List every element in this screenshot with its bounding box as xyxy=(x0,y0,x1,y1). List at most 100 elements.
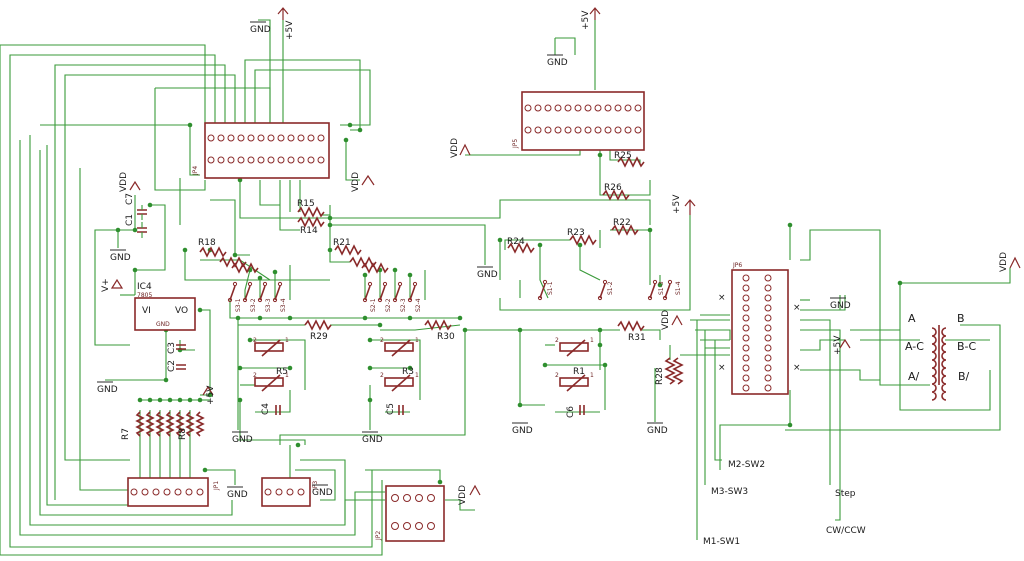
svg-text:×: × xyxy=(793,363,801,373)
pin xyxy=(634,126,642,134)
pin xyxy=(297,134,305,142)
r18-label: R18 xyxy=(198,238,216,248)
jp6-connector: JP6 × × × × xyxy=(718,262,801,395)
svg-text:S2-1: S2-1 xyxy=(370,298,377,312)
coil-bnot-label: B/ xyxy=(958,370,970,383)
switch xyxy=(539,283,546,299)
svg-text:+5V: +5V xyxy=(581,10,591,30)
svg-text:S3-2: S3-2 xyxy=(250,298,257,312)
array-resistor xyxy=(155,411,165,437)
pin xyxy=(391,522,399,530)
gnd-label: GND xyxy=(97,385,118,395)
c6-label: C6 xyxy=(566,406,576,418)
coil-anot-label: A/ xyxy=(908,370,920,383)
switch xyxy=(379,285,386,301)
switch xyxy=(649,283,656,299)
jp5-connector: JP5 xyxy=(512,91,645,151)
r23-label: R23 xyxy=(567,228,585,238)
pin xyxy=(624,126,632,134)
m2-label: M2-SW2 xyxy=(728,460,765,470)
gnd-label: GND xyxy=(227,490,248,500)
dip-switches: S3-1 S3-2 S3-3 S3-4 S2-1 S2-2 S2-3 S2-4 … xyxy=(227,279,682,312)
switch xyxy=(229,285,236,301)
svg-text:S1-1: S1-1 xyxy=(547,281,554,295)
jp4-connector: JP4 xyxy=(192,122,330,179)
svg-text:S3-4: S3-4 xyxy=(280,298,287,312)
pin xyxy=(196,488,204,496)
jp6-label: JP6 xyxy=(732,262,742,269)
pin xyxy=(584,104,592,112)
pin xyxy=(764,294,772,302)
svg-text:+5V: +5V xyxy=(833,335,843,355)
svg-text:2: 2 xyxy=(555,337,559,344)
array-resistor xyxy=(145,411,155,437)
svg-text:+5V: +5V xyxy=(672,194,682,214)
svg-text:V+: V+ xyxy=(101,278,111,292)
array-resistor xyxy=(195,411,205,437)
svg-text:VDD: VDD xyxy=(351,172,361,192)
svg-text:S3-1: S3-1 xyxy=(235,298,242,312)
r26-label: R26 xyxy=(604,183,622,193)
pin xyxy=(764,374,772,382)
resistors: R15 R14 R18 R21 R29 R30 R31 R24 R23 R22 … xyxy=(121,151,684,440)
pin xyxy=(764,284,772,292)
pin xyxy=(764,334,772,342)
svg-text:VDD: VDD xyxy=(450,138,460,158)
coil-b-label: B xyxy=(957,312,965,325)
pin xyxy=(227,156,235,164)
pin xyxy=(217,134,225,142)
pin xyxy=(307,156,315,164)
pin xyxy=(764,304,772,312)
pin xyxy=(247,156,255,164)
pin xyxy=(764,364,772,372)
r14-label: R14 xyxy=(300,226,318,236)
pin xyxy=(742,334,750,342)
svg-text:×: × xyxy=(718,293,726,303)
svg-text:2: 2 xyxy=(380,372,384,379)
svg-text:2: 2 xyxy=(380,337,384,344)
pin xyxy=(614,126,622,134)
pin xyxy=(604,126,612,134)
pin xyxy=(277,156,285,164)
coil-bc-label: B-C xyxy=(957,340,977,353)
pin xyxy=(403,494,411,502)
c3-label: C3 xyxy=(167,342,177,354)
svg-text:1: 1 xyxy=(415,372,419,379)
gnd-label: GND xyxy=(647,426,668,436)
pin xyxy=(275,488,283,496)
switch xyxy=(259,285,266,301)
gnd-label: GND xyxy=(110,253,131,263)
pin xyxy=(163,488,171,496)
gnd-label: GND xyxy=(312,488,333,498)
ic4-gnd: GND xyxy=(156,321,170,328)
ic4-vi: VI xyxy=(142,306,151,316)
pin xyxy=(764,274,772,282)
pin xyxy=(287,134,295,142)
jp1-connector: JP1 xyxy=(127,477,220,507)
pin xyxy=(742,344,750,352)
pin xyxy=(594,104,602,112)
pin xyxy=(634,104,642,112)
ic4-regulator: IC4 7805 VI VO GND xyxy=(134,282,196,331)
step-label: Step xyxy=(835,489,856,499)
pin xyxy=(594,126,602,134)
gnd-label: GND xyxy=(232,435,253,445)
pin xyxy=(174,488,182,496)
pin xyxy=(624,104,632,112)
pin xyxy=(742,324,750,332)
coil-a-label: A xyxy=(908,312,916,325)
ic4-label: IC4 xyxy=(137,282,152,292)
r3-label: R3 xyxy=(402,367,414,377)
switch xyxy=(394,285,401,301)
jp3-label: JP3 xyxy=(312,481,319,491)
r15-label: R15 xyxy=(297,199,315,209)
m1-label: M1-SW1 xyxy=(703,537,740,547)
r5-label: R5 xyxy=(276,367,288,377)
gnd-label: GND xyxy=(362,435,383,445)
pin xyxy=(524,104,532,112)
svg-text:S2-4: S2-4 xyxy=(415,298,422,312)
pin xyxy=(742,374,750,382)
r22-label: R22 xyxy=(613,218,631,228)
jp3-connector: JP3 xyxy=(261,477,319,507)
